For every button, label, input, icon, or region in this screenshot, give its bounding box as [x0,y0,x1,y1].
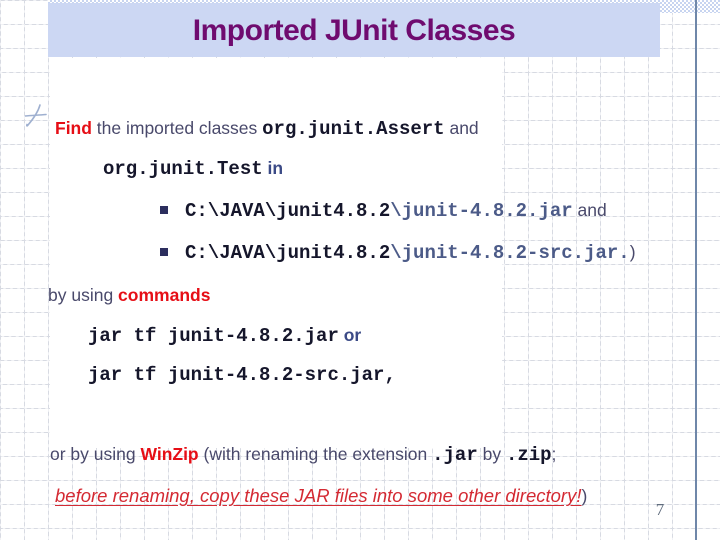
line-org-junit-test: org.junit.Test in [103,158,283,180]
text-segment: org.junit.Assert [262,118,445,140]
text-segment: or by using [50,444,141,464]
text-segment: Find [55,118,92,138]
text-segment: ) [581,486,588,506]
line-jar-tf-2: jar tf junit-4.8.2-src.jar, [88,364,396,386]
text-segment: commands [118,285,211,305]
text-segment: (with renaming the extension [198,444,433,464]
text-segment: .zip [505,444,552,466]
text-segment: and [572,200,607,220]
text-segment: WinZip [140,444,199,464]
slide-title-bar: Imported JUnit Classes [48,3,660,57]
page-number: 7 [655,500,665,519]
line-winzip: or by using WinZip (with renaming the ex… [50,444,556,466]
line-by-using-commands: by using commands [48,285,210,306]
text-segment: by [477,444,506,464]
text-segment: .jar [432,444,478,466]
text-segment: before renaming, copy these JAR files in… [55,485,582,506]
text-segment: in [262,158,284,178]
text-segment: ) [629,242,636,262]
text-segment: or [338,325,362,345]
line-find-imported-classes: Find the imported classes org.junit.Asse… [55,118,479,140]
line-jar-tf-1: jar tf junit-4.8.2.jar or [88,325,361,347]
line-jar-path-2: C:\JAVA\junit4.8.2\junit-4.8.2-src.jar.) [185,242,636,264]
line-jar-path-1: C:\JAVA\junit4.8.2\junit-4.8.2.jar and [185,200,607,222]
text-segment: the imported classes [91,118,263,138]
text-segment: C:\JAVA\junit4.8.2 [185,242,391,264]
text-segment: ; [551,444,557,464]
star-doodle-icon [25,104,47,127]
line-before-renaming-note: before renaming, copy these JAR files in… [55,485,587,507]
text-segment: \junit-4.8.2.jar [390,200,573,222]
content-background-panel [50,58,502,448]
bullet-square-icon [160,248,168,256]
text-segment: jar tf junit-4.8.2.jar [88,325,339,347]
text-segment: org.junit.Test [103,158,263,180]
text-segment: and [444,118,479,138]
text-segment: C:\JAVA\junit4.8.2 [185,200,391,222]
text-segment: by using [48,285,119,305]
text-segment: jar tf junit-4.8.2-src.jar, [88,364,396,386]
text-segment: \junit-4.8.2-src.jar. [390,242,630,264]
right-border-line [695,0,697,540]
bullet-square-icon [160,206,168,214]
slide-title: Imported JUnit Classes [192,14,516,47]
